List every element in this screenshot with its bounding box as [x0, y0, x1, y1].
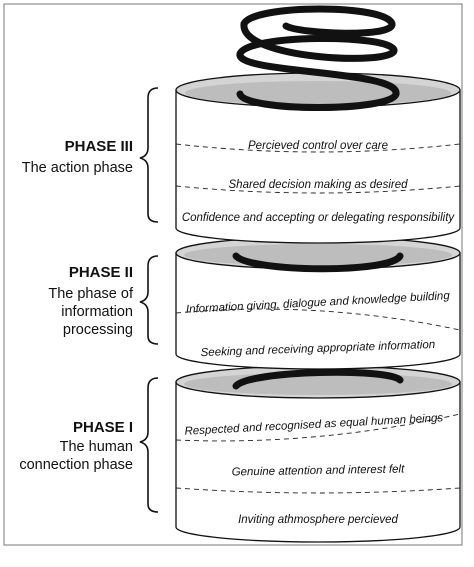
phase-1-cylinder [175, 365, 461, 543]
phase-2-subtitle-line-2: information [61, 304, 133, 320]
phase-1-brace [139, 377, 159, 513]
phase-3-band-2: Shared decision making as desired [229, 179, 409, 191]
diagram-border [3, 3, 463, 546]
phase-3-cylinder [175, 5, 461, 244]
phase-1-subtitle-line-1: The human [60, 439, 133, 455]
phase-1-title: PHASE I [73, 419, 133, 436]
phase-1-subtitle-line-2: connection phase [19, 457, 133, 473]
phase-2-coil [232, 252, 404, 273]
phase-3-title: PHASE III [65, 138, 133, 155]
phase-2-brace [139, 255, 159, 345]
phase-3-band-1: Percieved control over care [248, 140, 388, 152]
phase-1-band-3: Inviting athmosphere percieved [238, 514, 398, 526]
phase-3-brace [139, 87, 159, 223]
phase-2-subtitle-line-3: processing [63, 322, 133, 338]
phase-1-band-2: Genuine attention and interest felt [232, 463, 406, 478]
phase-3-subtitle-line-1: The action phase [22, 160, 133, 176]
spring-coil [236, 5, 400, 111]
phase-3-band-3: Confidence and accepting or delegating r… [182, 212, 456, 224]
phase-2-cylinder [175, 236, 461, 370]
phase-2-title: PHASE II [69, 264, 133, 281]
phase-2-subtitle-line-1: The phase of [48, 286, 134, 302]
phase-1-coil [232, 368, 404, 390]
